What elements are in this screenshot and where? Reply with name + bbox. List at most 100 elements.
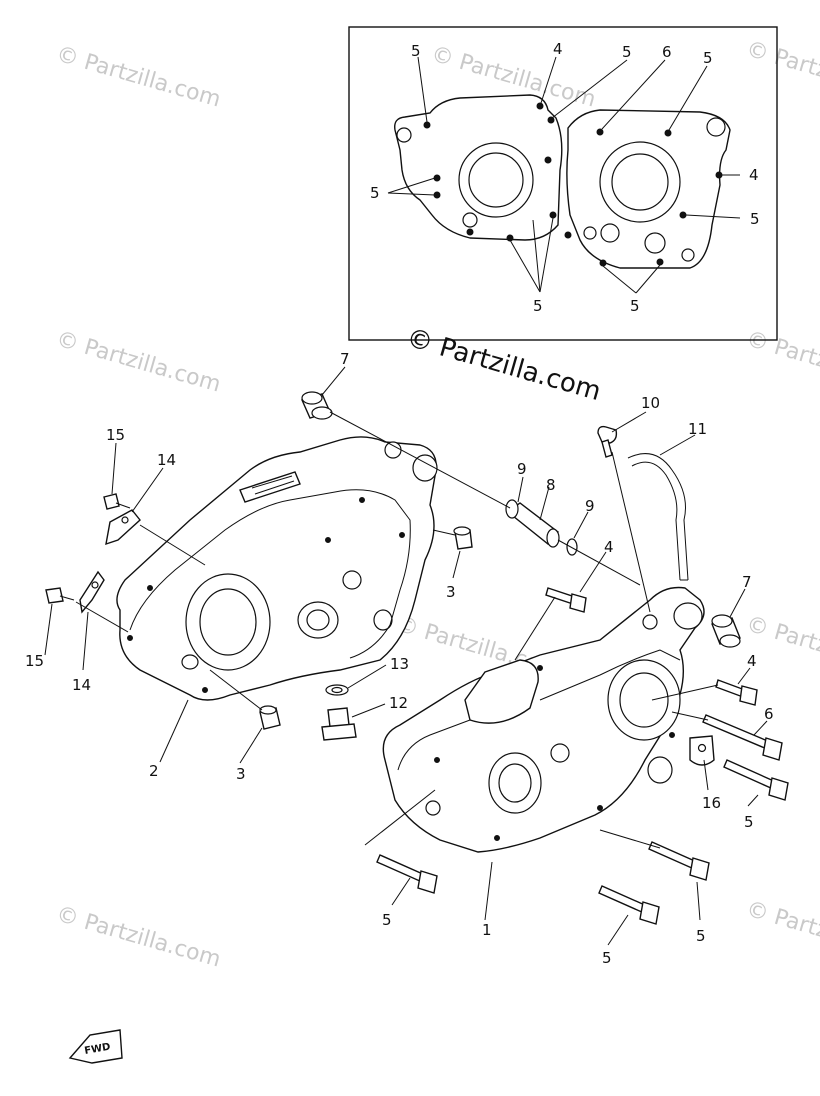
callout-label: 7 [742,573,752,591]
inset-mount-hole [600,223,620,243]
inset-mount-hole [644,232,666,254]
part-5-bolt-bottom-right [648,841,710,881]
part-9-ring [566,538,578,556]
part-10-hose-fitting [597,425,618,458]
callout-label: 5 [744,813,754,831]
part-8-collar [505,499,560,548]
part-7-bushing-top [301,391,333,420]
callout-label: 5 [370,184,380,202]
part-4-bolt-right [715,679,758,706]
right-case-mount-hole [642,614,658,630]
part-5-bolt-bottom-left [376,854,438,894]
callout-label: 5 [411,42,421,60]
fwd-arrow-badge: FWD [68,1029,123,1064]
callout-label: 9 [585,497,595,515]
part-11-breather-hose [627,453,689,581]
watermark-text: © Partzilla.com [743,897,820,968]
right-case-mount-boss [673,602,703,630]
callout-label: 5 [533,297,543,315]
inset-right-bore-inner [611,153,669,211]
part-13-washer [325,684,349,696]
left-crankcase-half [116,436,438,701]
left-case-bearing-bore-inner [306,609,330,631]
left-case-mount-boss [412,454,438,482]
callout-label: 3 [446,583,456,601]
part-7-bushing-right [711,614,741,648]
callout-label: 6 [764,705,774,723]
callout-label: 7 [340,350,350,368]
right-case-main-bore-inner [619,672,669,728]
inset-leader-lines [387,56,741,294]
inset-box: 5 4 5 6 5 5 4 5 5 5 [348,26,778,341]
callout-label: 2 [149,762,159,780]
callout-label: 5 [703,49,713,67]
callout-label: 5 [630,297,640,315]
watermark-text: © Partzilla.com [743,327,820,398]
part-12-drain-plug [321,707,357,741]
inset-mount-hole [706,117,726,137]
watermark-text: © Partzilla.com [53,902,223,973]
left-case-mount-boss [384,441,402,459]
right-crankcase-half [382,586,705,853]
left-case-hole [373,609,393,631]
callout-label: 4 [749,166,759,184]
part-16-clamp [689,735,715,766]
inset-frame [348,26,778,341]
part-14-bracket-left [79,570,105,614]
callout-label: 5 [382,911,392,929]
part-3-dowel-mid [453,526,473,550]
inset-mount-hole [396,127,412,143]
callout-label: 4 [747,652,757,670]
part-5-bolt-bottom-mid [598,885,660,925]
callout-label: 5 [602,949,612,967]
right-case-hole [550,743,570,763]
callout-label: 15 [106,426,125,444]
right-case-hole [647,756,673,784]
part-15-screw-top [103,493,131,510]
callout-label: 8 [546,476,556,494]
right-case-flange [464,659,539,724]
part-14-bracket-top [105,509,141,546]
part-5-long-bolt-right [723,759,789,801]
watermark-text: © Partzilla.com [53,327,223,398]
left-case-label-plate [239,471,301,503]
left-case-hole [181,654,199,670]
watermark-text: © Partzilla.com [743,612,820,683]
callout-label: 14 [157,451,176,469]
watermark-text: © Partzilla.com [743,37,820,108]
part-6-long-bolt [702,714,783,761]
callout-label: 5 [622,43,632,61]
callout-label: 11 [688,420,707,438]
fwd-label: FWD [84,1042,112,1057]
inset-mount-hole [681,248,695,262]
inset-mount-hole [583,226,597,240]
callout-label: 9 [517,460,527,478]
part-3-dowel-bottom [259,705,281,730]
callout-label: 4 [604,538,614,556]
small-parts [45,391,789,925]
right-case-hole [425,800,441,816]
watermark-text: © Partzilla.com [53,42,223,113]
callout-label: 13 [390,655,409,673]
inset-bolt-heads [423,102,723,267]
callout-label: 4 [553,40,563,58]
callout-label: 10 [641,394,660,412]
part-4-bolt-mid [545,587,587,613]
right-case-lower-bore-inner [498,763,532,803]
watermark-main: © Partzilla.com [403,323,604,407]
main-leader-lines [44,366,768,946]
left-case-main-bore-inner [199,588,257,656]
callout-label: 5 [696,927,706,945]
callout-label: 15 [25,652,44,670]
callout-label: 1 [482,921,492,939]
callout-label: 14 [72,676,91,694]
part-15-screw-left [45,587,75,604]
callout-label: 12 [389,694,408,712]
callout-label: 3 [236,765,246,783]
callout-label: 6 [662,43,672,61]
left-case-hole [342,570,362,590]
main-labels: 7 15 14 15 14 2 3 3 9 8 9 10 11 4 7 4 6 … [25,350,774,967]
inset-left-bore-inner [468,152,524,208]
callout-label: 16 [702,794,721,812]
